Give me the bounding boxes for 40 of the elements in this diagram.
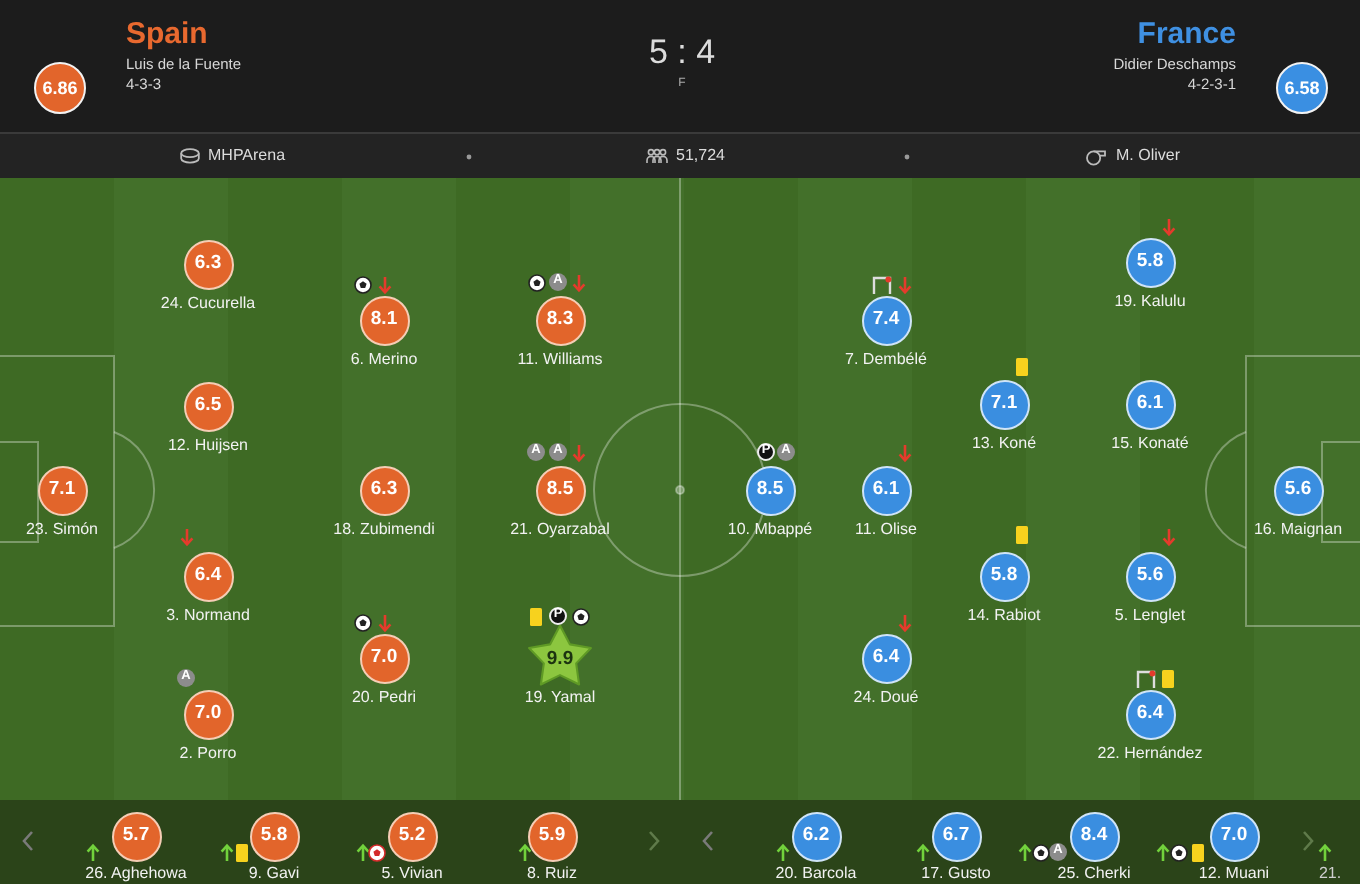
player-name: 22. Hernández bbox=[1097, 746, 1203, 762]
player-name: 3. Normand bbox=[166, 608, 250, 624]
player-name: 6. Merino bbox=[350, 352, 418, 368]
player-name: 2. Porro bbox=[179, 746, 237, 762]
player-name: 5. Lenglet bbox=[1114, 608, 1186, 624]
shirt-number: 21. bbox=[1318, 866, 1342, 882]
player-name: 5. Vivian bbox=[381, 866, 443, 882]
player-name: 24. Doué bbox=[853, 690, 919, 706]
player-name: 24. Cucurella bbox=[160, 296, 256, 312]
player-name: 14. Rabiot bbox=[967, 608, 1041, 624]
player-name: 17. Gusto bbox=[921, 866, 991, 882]
score: 5 : 4 bbox=[648, 35, 716, 69]
player-name: 16. Maignan bbox=[1253, 522, 1343, 538]
team-rating-circle: 6.58 bbox=[1276, 62, 1328, 114]
player-name: 10. Mbappé bbox=[727, 522, 813, 538]
player-name: 19. Yamal bbox=[524, 690, 596, 706]
player-name: 11. Olise bbox=[855, 522, 917, 538]
team-name: Spain bbox=[126, 19, 208, 49]
player-name: 7. Dembélé bbox=[845, 352, 927, 368]
player-name: 18. Zubimendi bbox=[333, 522, 435, 538]
team-name: France bbox=[1137, 19, 1236, 49]
player-rating-star: 9.9 bbox=[526, 622, 594, 690]
attendance: 51,724 bbox=[676, 148, 725, 164]
referee-name: M. Oliver bbox=[1116, 148, 1180, 164]
player-name: 26. Aghehowa bbox=[85, 866, 187, 882]
player-name: 9. Gavi bbox=[248, 866, 300, 882]
player-name: 11. Williams bbox=[517, 352, 603, 368]
player-name: 13. Koné bbox=[971, 436, 1037, 452]
player-name: 8. Ruiz bbox=[527, 866, 577, 882]
player-name: 20. Pedri bbox=[351, 690, 417, 706]
player-name: 23. Simón bbox=[25, 522, 99, 538]
team-rating-circle: 6.86 bbox=[34, 62, 86, 114]
player-name: 25. Cherki bbox=[1057, 866, 1131, 882]
venue-name: MHPArena bbox=[208, 148, 286, 164]
player-name: 15. Konaté bbox=[1111, 436, 1189, 452]
player-name: 12. Muani bbox=[1198, 866, 1270, 882]
player-name: 21. Oyarzabal bbox=[510, 522, 610, 538]
player-name: 19. Kalulu bbox=[1114, 294, 1186, 310]
player-name: 20. Barcola bbox=[775, 866, 857, 882]
player-name: 12. Huijsen bbox=[167, 438, 249, 454]
